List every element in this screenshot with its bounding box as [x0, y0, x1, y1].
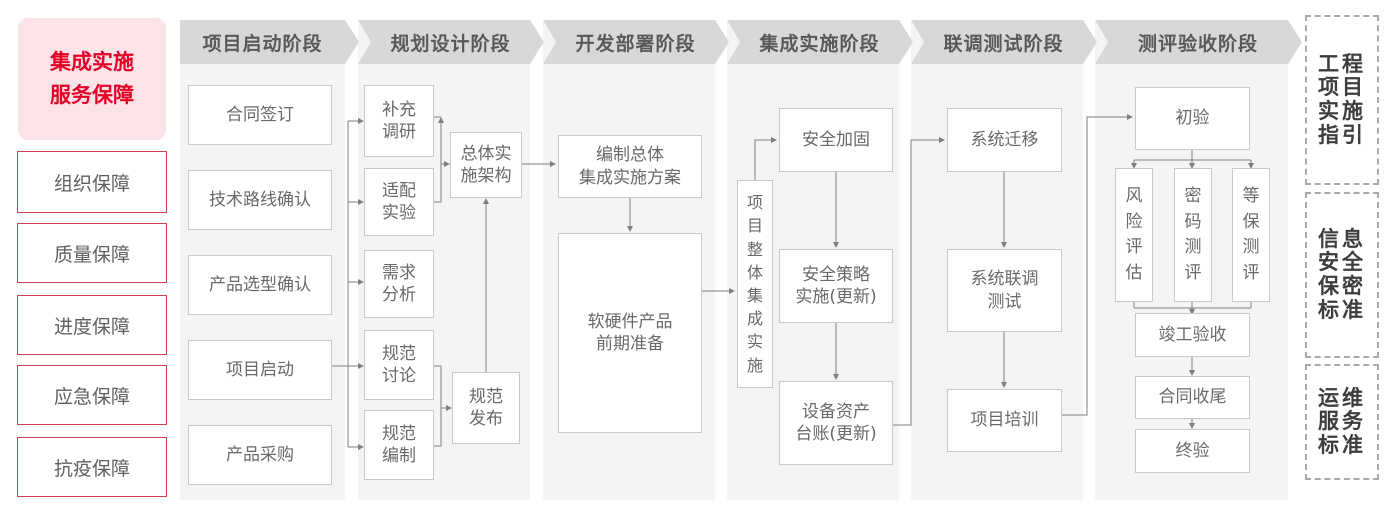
box-spec-drafting: 规范 编制	[364, 410, 434, 480]
box-project-kickoff: 项目启动	[188, 340, 332, 400]
box-overall-integration-plan: 编制总体 集成实施方案	[558, 135, 702, 198]
phase-header-label: 联调测试阶段	[943, 32, 1064, 55]
sidebar-item-emergency-guarantee: 应急保障	[17, 365, 167, 425]
connectors-planning-internal	[434, 116, 489, 447]
sidebar-header-integration-services: 集成实施 服务保障	[18, 18, 166, 140]
sidebar-item-quality-guarantee: 质量保障	[17, 223, 167, 283]
box-requirement-analysis: 需求 分析	[364, 250, 434, 318]
box-security-hardening: 安全加固	[779, 108, 893, 172]
box-overall-integration-implementation: 项 目 整 体 集 成 实 施	[737, 180, 773, 388]
box-spec-discussion: 规范 讨论	[364, 330, 434, 400]
standard-om-service: 运维 服务 标准	[1305, 364, 1379, 480]
box-product-procurement: 产品采购	[188, 425, 332, 485]
box-completion-acceptance: 竣工验收	[1135, 313, 1250, 357]
phase-header-label: 集成实施阶段	[759, 32, 880, 55]
box-hw-sw-preparation: 软硬件产品 前期准备	[558, 233, 702, 433]
box-contract-closure: 合同收尾	[1135, 376, 1250, 419]
standard-info-security-confidentiality: 信息 安全 保密 标准	[1305, 192, 1379, 358]
phase-header-evaluation-acceptance: 测评验收阶段	[1095, 20, 1302, 64]
connectors-acceptance-internal	[1131, 150, 1254, 429]
phase-header-planning-design: 规划设计阶段	[358, 20, 544, 64]
phase-header-project-initiation: 项目启动阶段	[180, 20, 359, 64]
box-asset-ledger-update: 设备资产 台账(更新)	[779, 381, 893, 465]
box-spec-release: 规范 发布	[452, 372, 520, 444]
box-security-policy-update: 安全策略 实施(更新)	[779, 249, 893, 323]
box-initial-acceptance: 初验	[1135, 87, 1250, 150]
sidebar-item-epidemic-guarantee: 抗疫保障	[17, 437, 167, 497]
box-supplementary-research: 补充 调研	[364, 85, 434, 157]
box-crypto-evaluation: 密 码 测 评	[1174, 168, 1212, 302]
connectors-testing-internal	[1001, 114, 1133, 416]
phase-header-label: 规划设计阶段	[390, 32, 511, 55]
box-contract-signing: 合同签订	[188, 85, 332, 145]
box-adaptation-test: 适配 实验	[364, 168, 434, 236]
box-project-training: 项目培训	[947, 389, 1062, 452]
phase-header-label: 测评验收阶段	[1137, 32, 1258, 55]
box-tech-route-confirm: 技术路线确认	[188, 170, 332, 230]
box-overall-architecture: 总体实 施架构	[450, 132, 522, 198]
standard-project-implementation-guide: 工程 项目 实施 指引	[1305, 15, 1379, 185]
phase-header-integration-implementation: 集成实施阶段	[727, 20, 913, 64]
box-final-acceptance: 终验	[1135, 429, 1250, 473]
box-risk-assessment: 风 险 评 估	[1115, 168, 1153, 302]
connector-adaptation-up	[434, 117, 444, 203]
box-system-joint-testing: 系统联调 测试	[947, 249, 1062, 332]
connector-up-to-hardening	[754, 137, 777, 180]
box-system-migration: 系统迁移	[947, 108, 1062, 172]
connectors-initiation-to-planning	[332, 118, 364, 450]
connector-training-to-initial	[1062, 114, 1133, 416]
sidebar-item-schedule-guarantee: 进度保障	[17, 295, 167, 355]
box-mlps-evaluation: 等 保 测 评	[1232, 168, 1270, 302]
sidebar-item-organization-guarantee: 组织保障	[17, 151, 167, 213]
connectors-integration-internal	[754, 137, 945, 426]
box-product-selection: 产品选型确认	[188, 255, 332, 315]
connectors-planning-to-deployment	[522, 161, 735, 294]
phase-header-joint-testing: 联调测试阶段	[911, 20, 1097, 64]
phase-header-label: 项目启动阶段	[202, 32, 323, 55]
phase-header-label: 开发部署阶段	[575, 32, 696, 55]
connector-ledger-to-migration	[893, 137, 945, 426]
phase-header-dev-deployment: 开发部署阶段	[543, 20, 729, 64]
